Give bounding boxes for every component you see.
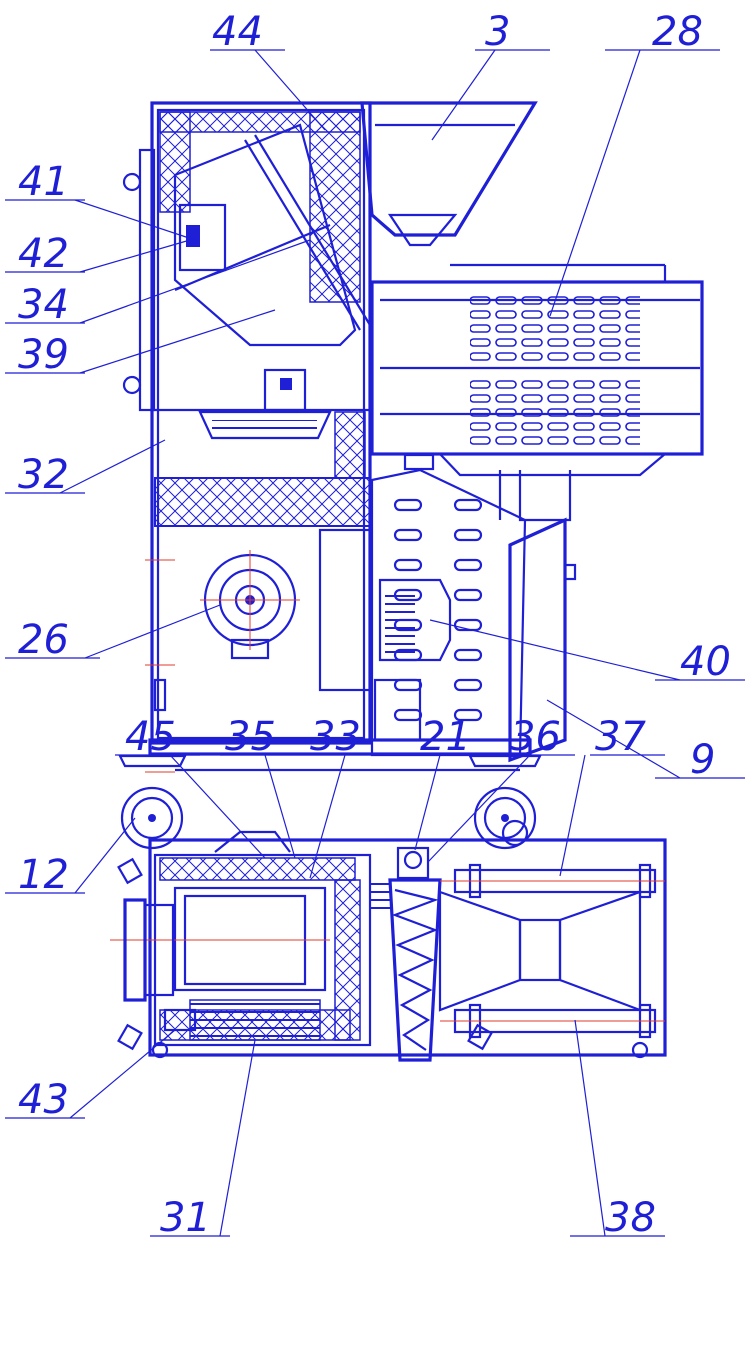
callout-12: 12 bbox=[18, 852, 69, 898]
callout-21: 21 bbox=[420, 714, 471, 760]
callout-32: 32 bbox=[18, 452, 69, 498]
callout-26: 26 bbox=[18, 617, 69, 663]
callout-43: 43 bbox=[18, 1077, 69, 1123]
callout-37: 37 bbox=[595, 714, 646, 760]
callout-42: 42 bbox=[18, 231, 69, 277]
callout-labels: 44 3 28 41 42 34 39 32 26 40 9 12 45 35 … bbox=[18, 9, 731, 1241]
top-casters bbox=[117, 819, 529, 1051]
callout-45: 45 bbox=[125, 714, 176, 760]
callout-31: 31 bbox=[160, 1195, 211, 1241]
callout-38: 38 bbox=[605, 1195, 656, 1241]
callout-36: 36 bbox=[510, 714, 561, 760]
side-view bbox=[118, 101, 704, 850]
callout-41: 41 bbox=[18, 159, 69, 205]
hopper bbox=[360, 101, 538, 237]
callout-44: 44 bbox=[212, 9, 263, 55]
callout-40: 40 bbox=[680, 639, 731, 685]
callout-9: 9 bbox=[690, 737, 715, 783]
callout-34: 34 bbox=[18, 282, 69, 328]
callout-3: 3 bbox=[485, 9, 510, 55]
insulation-band bbox=[154, 477, 371, 527]
door bbox=[508, 517, 567, 763]
callout-28: 28 bbox=[652, 9, 703, 55]
callout-39: 39 bbox=[18, 332, 69, 378]
top-view bbox=[110, 819, 667, 1062]
callout-33: 33 bbox=[310, 714, 361, 760]
auger bbox=[388, 878, 442, 1062]
control-box bbox=[178, 203, 227, 272]
callout-35: 35 bbox=[225, 714, 276, 760]
leader-lines bbox=[5, 49, 745, 1237]
